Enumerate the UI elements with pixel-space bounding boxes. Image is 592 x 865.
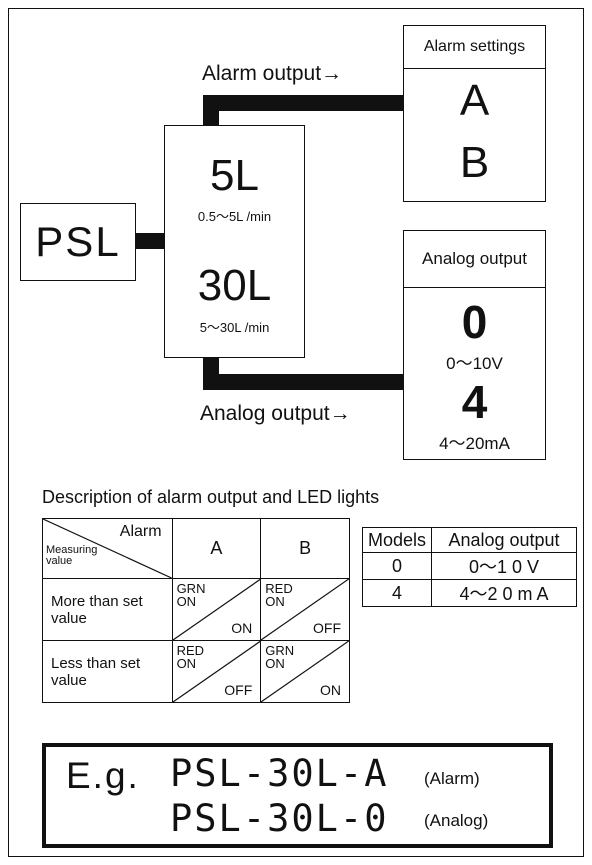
row-label-more: More than set value [42, 578, 173, 641]
led-state: RED ON [265, 581, 293, 609]
table-row: 0 0～1 0 V [362, 552, 577, 580]
example-code-alarm: PSL-30L-A [170, 752, 389, 795]
diagonal-line [261, 579, 349, 640]
alarm-settings-box: Alarm settings A B [403, 25, 546, 202]
analog-option-0-range: 0～10V [446, 354, 503, 373]
alarm-header-label: Alarm [119, 523, 162, 540]
model-30l-name: 30L [197, 261, 272, 310]
alarm-option-b: B [459, 138, 490, 187]
measuring-value-header-label: Measuring value [46, 544, 98, 567]
output-state: ON [231, 620, 253, 636]
diagonal-line [43, 519, 172, 578]
analog-option-4-code: 4 [461, 376, 488, 428]
cell-more-b: RED ON OFF [260, 578, 350, 641]
output-cell: 0～1 0 V [431, 552, 577, 580]
led-state: GRN ON [265, 643, 295, 671]
output-state: ON [320, 682, 341, 698]
analog-option-0-code: 0 [461, 296, 488, 348]
alarm-connector-vertical [203, 95, 219, 125]
analog-option-4-range: 4～20mA [439, 434, 510, 453]
psl-box: PSL [20, 203, 136, 281]
psl-label: PSL [35, 218, 121, 265]
alarm-output-label: Alarm output→ [202, 62, 343, 85]
model-5l-name: 5L [210, 151, 259, 200]
table-row: 4 4～2 0 m A [362, 579, 577, 607]
output-state: OFF [313, 620, 341, 636]
row-label-less: Less than set value [42, 640, 173, 703]
model-cell: 0 [362, 552, 432, 580]
alarm-measuring-header: Alarm Measuring value [42, 518, 173, 579]
table-row: Less than set value RED ON OFF GRN ON ON [42, 640, 350, 703]
output-state: OFF [224, 682, 253, 698]
alarm-settings-title: Alarm settings [404, 26, 545, 69]
col-a-header: A [171, 518, 262, 579]
analog-output-title: Analog output [404, 231, 545, 288]
table-header-row: Alarm Measuring value A B [42, 518, 350, 579]
analog-output-header: Analog output [431, 527, 577, 553]
led-state: GRN ON [176, 581, 206, 609]
example-prefix: E.g. [66, 755, 140, 796]
model-cell: 4 [362, 579, 432, 607]
table-row: More than set value GRN ON ON RED ON OFF [42, 578, 350, 641]
example-note-alarm: (Alarm) [424, 769, 480, 788]
example-code-analog: PSL-30L-0 [170, 797, 389, 840]
analog-output-box: Analog output 0 0～10V 4 4～20mA [403, 230, 546, 460]
model-30l-range: 5～30L /min [199, 320, 270, 335]
col-b-header: B [260, 518, 350, 579]
diagonal-line [261, 641, 349, 702]
psl-connector [134, 233, 166, 249]
cell-less-b: GRN ON ON [260, 640, 350, 703]
cell-less-a: RED ON OFF [171, 640, 262, 703]
alarm-description-table: Alarm Measuring value A B More than set … [42, 518, 350, 703]
flow-range-box: 5L 0.5～5L /min 30L 5～30L /min [164, 125, 305, 358]
alarm-connector-horizontal [203, 95, 405, 111]
diagonal-line [173, 579, 261, 640]
analog-connector-horizontal [203, 374, 405, 390]
output-cell: 4～2 0 m A [431, 579, 577, 607]
models-header: Models [362, 527, 432, 553]
analog-output-label: Analog output→ [200, 402, 351, 425]
description-title: Description of alarm output and LED ligh… [42, 487, 380, 507]
model-5l-range: 0.5～5L /min [197, 209, 272, 224]
led-state: RED ON [176, 643, 205, 671]
model-output-table: Models Analog output 0 0～1 0 V 4 4～2 0 m… [362, 527, 577, 607]
example-note-analog: (Analog) [424, 811, 489, 830]
example-box: E.g. PSL-30L-A (Alarm) PSL-30L-0 (Analog… [42, 743, 553, 848]
table-header-row: Models Analog output [362, 527, 577, 553]
diagonal-line [173, 641, 261, 702]
cell-more-a: GRN ON ON [171, 578, 262, 641]
page-frame [8, 8, 584, 857]
alarm-option-a: A [459, 76, 490, 125]
